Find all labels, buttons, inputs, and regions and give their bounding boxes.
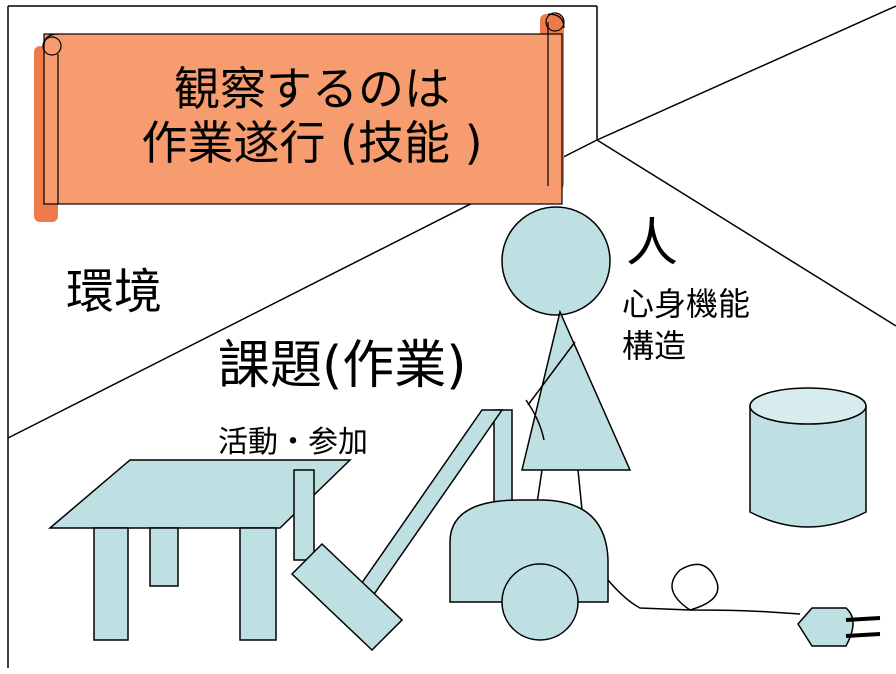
plug bbox=[797, 607, 854, 647]
vacuum-cleaner bbox=[290, 409, 881, 652]
environment-label: 環境 bbox=[66, 264, 163, 320]
person-figure bbox=[501, 206, 632, 511]
person-body bbox=[521, 309, 632, 471]
vacuum-wheel bbox=[501, 563, 579, 641]
person-detail-2: 構造 bbox=[622, 327, 687, 365]
person-head bbox=[501, 206, 611, 316]
table bbox=[47, 459, 352, 641]
task-detail: 活動・参加 bbox=[218, 425, 368, 460]
bucket bbox=[749, 387, 867, 528]
task-label: 課題(作業) bbox=[218, 336, 467, 396]
person-detail-1: 心身機能 bbox=[622, 285, 751, 323]
table-top bbox=[47, 459, 352, 529]
person-label: 人 bbox=[626, 214, 679, 274]
banner-line-1: 観察するのは bbox=[174, 62, 450, 116]
banner-line-2: 作業遂行 (技能 ) bbox=[141, 116, 483, 171]
banner-title: 観察するのは 作業遂行 (技能 ) bbox=[68, 62, 556, 171]
banner-scroll bbox=[34, 12, 565, 222]
